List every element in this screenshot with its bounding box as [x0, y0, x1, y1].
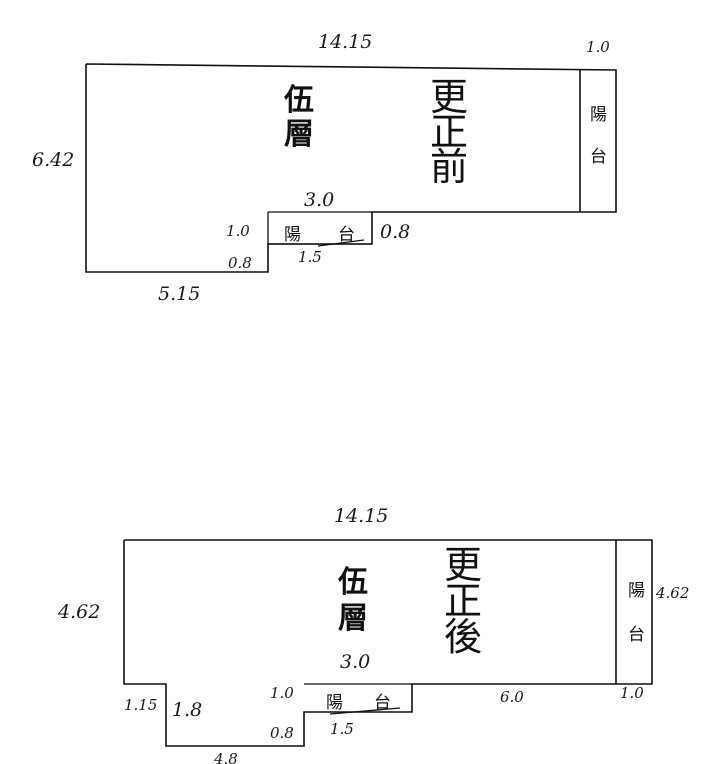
plan-before: 14.15 1.0 6.42 3.0 1.0 0.8 1.5 0.8 5.15 …	[32, 31, 617, 305]
dim-before-balcony-height: 1.0	[226, 222, 250, 240]
dim-before-bottom-width: 5.15	[158, 283, 200, 305]
plan-after-balcony-slant	[329, 707, 401, 715]
dim-after-notch-height: 1.15	[124, 696, 157, 714]
dim-before-lower-step: 0.8	[228, 254, 252, 272]
dim-before-left-height: 6.42	[32, 149, 74, 171]
dim-before-right-balcony-width: 1.0	[586, 38, 610, 56]
dim-after-bottom-width: 4.8	[213, 750, 238, 764]
before-floor-char-1: 伍	[284, 83, 314, 118]
dim-after-inner-step: 3.0	[340, 651, 370, 673]
after-floor-char-1: 伍	[338, 565, 368, 600]
plan-after-outline	[123, 539, 653, 747]
before-right-balcony-char-2: 台	[590, 147, 607, 167]
dim-before-balcony-width: 1.5	[298, 248, 322, 266]
dim-before-inner-step: 3.0	[304, 189, 334, 211]
dim-before-top-width: 14.15	[318, 31, 372, 53]
dim-after-right-run: 6.0	[500, 688, 524, 706]
before-status-char-2: 正	[430, 110, 468, 154]
before-status-char-3: 前	[430, 145, 468, 189]
dim-after-balcony-height: 1.0	[270, 684, 294, 702]
dim-after-right-balcony-width: 1.0	[620, 684, 644, 702]
dim-after-top-width: 14.15	[334, 505, 388, 527]
after-status-char-2: 正	[444, 579, 482, 623]
plan-before-balcony-slant	[317, 239, 365, 247]
before-right-balcony-char-1: 陽	[590, 105, 607, 125]
after-lower-balcony-char-2: 台	[374, 693, 391, 713]
after-lower-balcony-char-1: 陽	[326, 693, 343, 713]
dim-after-left-height: 4.62	[57, 601, 100, 623]
before-lower-balcony-char-2: 台	[338, 225, 355, 245]
before-lower-balcony-char-1: 陽	[284, 225, 301, 245]
after-status-char-3: 後	[444, 615, 482, 659]
dim-after-balcony-width: 1.5	[330, 720, 354, 738]
after-right-balcony-char-1: 陽	[628, 581, 645, 601]
after-right-balcony-char-2: 台	[628, 625, 645, 645]
after-status-char-1: 更	[444, 543, 482, 587]
dim-before-balcony-right-depth: 0.8	[380, 221, 410, 243]
dim-after-right-height: 4.62	[655, 584, 689, 602]
dim-after-lower-step: 0.8	[270, 724, 294, 742]
dim-after-notch-depth: 1.8	[172, 699, 202, 721]
after-floor-char-2: 層	[338, 601, 368, 636]
plan-after: 14.15 4.62 4.62 3.0 1.15 1.8 1.0 0.8 1.5…	[57, 505, 689, 764]
before-status-char-1: 更	[430, 75, 468, 119]
before-floor-char-2: 層	[284, 117, 314, 152]
